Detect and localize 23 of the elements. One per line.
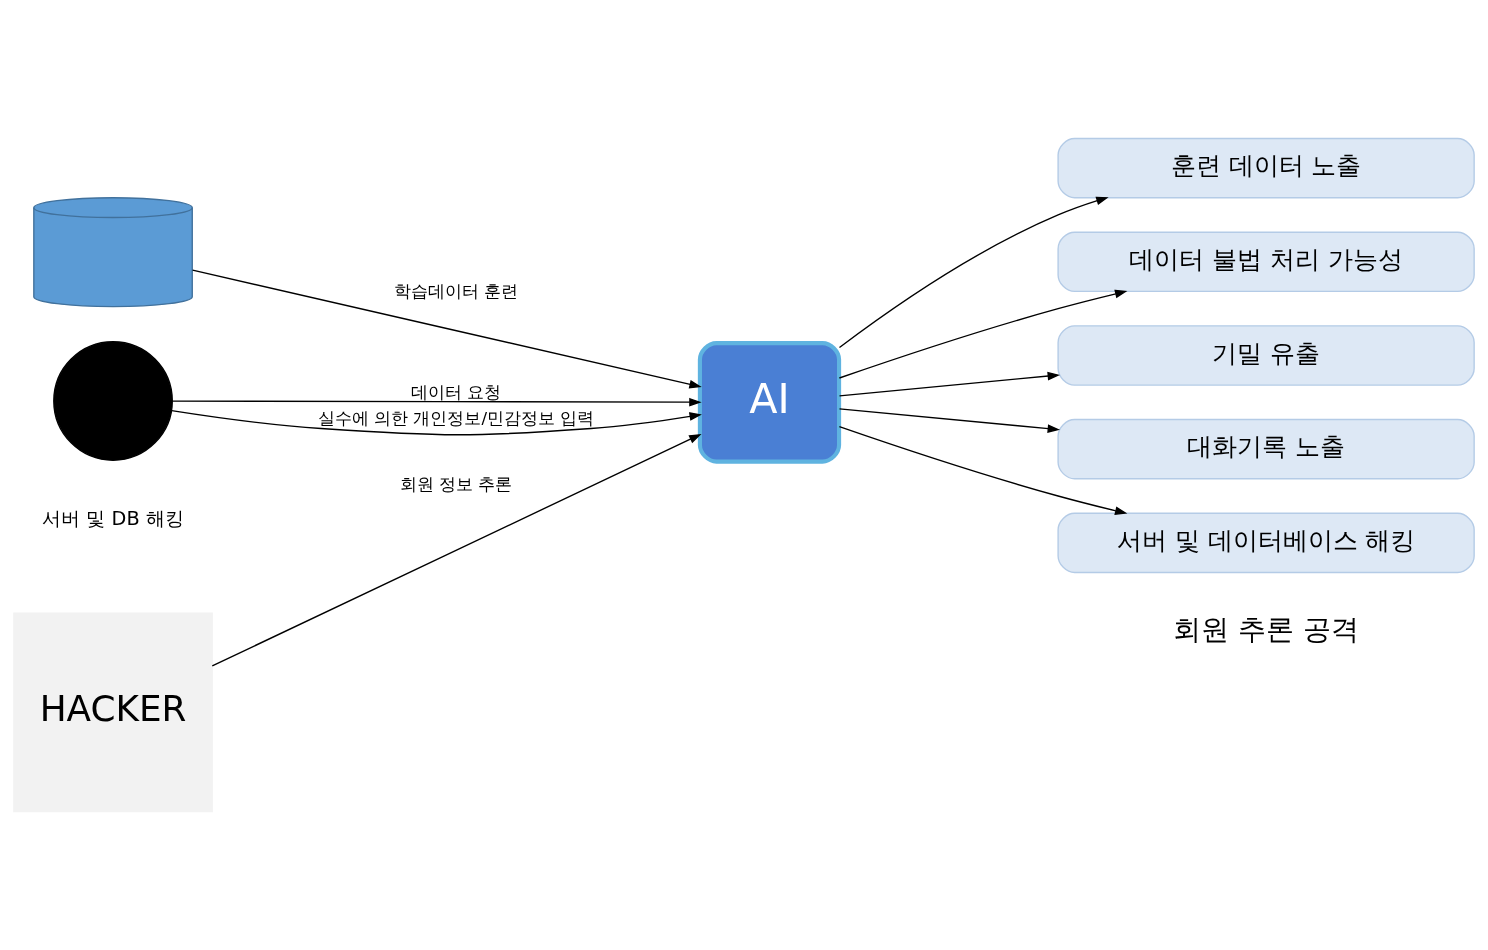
arrow [211,433,702,667]
label: 회원 추론 공격 [1173,613,1359,646]
node-box: 훈련 데이터 노출 [1057,137,1475,199]
node-box: AI [697,341,842,464]
node-box: 서버 및 데이터베이스 해킹 [1057,512,1475,574]
edge-label: 데이터 요청 [410,382,502,402]
edge-label: 학습데이터 훈련 [393,282,519,302]
node-box: 대화기록 노출 [1057,418,1475,480]
node-box: HACKER [13,612,213,813]
arrow [171,409,702,436]
node-box: 기밀 유출 [1057,325,1475,386]
edge-label: 실수에 의한 개인정보/민감정보 입력 [317,408,595,428]
label: 서버 및 DB 해킹 [42,506,184,530]
arrow [838,196,1109,349]
arrow [838,408,1061,433]
arrow [191,269,702,389]
arrow [838,289,1128,379]
arrow [171,397,702,407]
arrow [838,425,1128,515]
arrow [838,371,1060,397]
node-box: 데이터 불법 처리 가능성 [1057,231,1475,293]
edge-label: 회원 정보 추론 [399,474,513,494]
node-person [53,341,173,461]
